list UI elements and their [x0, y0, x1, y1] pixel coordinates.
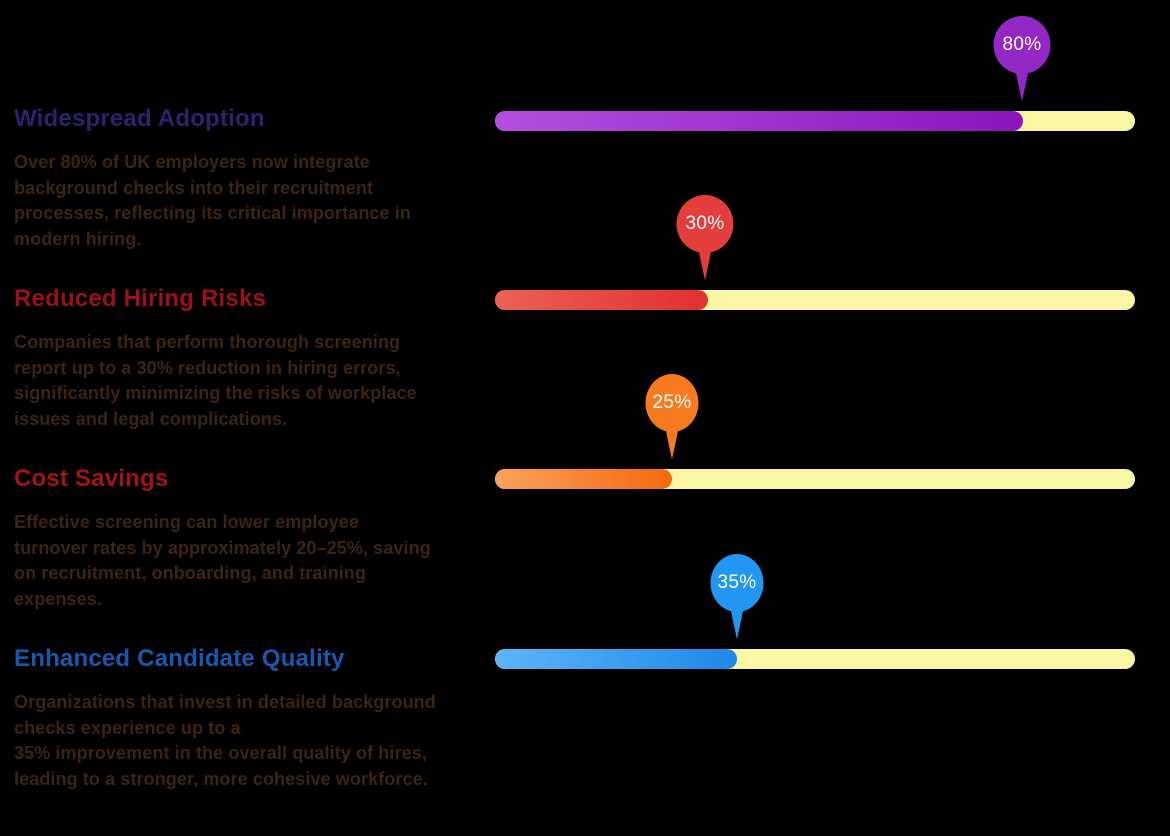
section-description: Organizations that invest in detailed ba…: [14, 692, 436, 789]
balloon-value-label: 35%: [717, 572, 757, 593]
balloon-pin-icon: [710, 554, 764, 640]
balloon-pin-icon: [645, 374, 699, 460]
progress-bar-widespread-adoption: [495, 111, 1135, 131]
bar-fill: [495, 649, 737, 669]
section-description: Over 80% of UK employers now integrate b…: [14, 152, 411, 249]
progress-bar-cost-savings: [495, 469, 1135, 489]
balloon-marker: 25%: [642, 374, 702, 469]
balloon-pin-icon: [993, 16, 1051, 102]
section-description: Companies that perform thorough screenin…: [14, 332, 417, 429]
section-title: Cost Savings: [14, 465, 169, 492]
section-reduced-hiring-risks: Reduced Hiring Risks Companies that perf…: [14, 284, 486, 432]
section-cost-savings: Cost Savings Effective screening can low…: [14, 464, 486, 612]
bar-fill: [495, 111, 1023, 131]
balloon-value-label: 80%: [1002, 34, 1042, 55]
balloon-marker: 80%: [992, 16, 1052, 111]
section-widespread-adoption: Widespread Adoption Over 80% of UK emplo…: [14, 104, 486, 252]
section-title: Widespread Adoption: [14, 105, 265, 132]
balloon-value-label: 30%: [685, 213, 725, 234]
section-title: Reduced Hiring Risks: [14, 285, 267, 312]
bar-fill: [495, 290, 709, 310]
progress-bar-enhanced-candidate-quality: [495, 649, 1135, 669]
balloon-pin-icon: [676, 195, 734, 281]
progress-bar-reduced-hiring-risks: [495, 290, 1135, 310]
section-description: Effective screening can lower employee t…: [14, 512, 431, 609]
balloon-value-label: 25%: [652, 392, 692, 413]
balloon-marker: 35%: [707, 554, 767, 649]
bar-fill: [495, 469, 673, 489]
balloon-marker: 30%: [675, 195, 735, 290]
section-enhanced-candidate-quality: Enhanced Candidate Quality Organizations…: [14, 644, 486, 792]
section-title: Enhanced Candidate Quality: [14, 645, 345, 672]
